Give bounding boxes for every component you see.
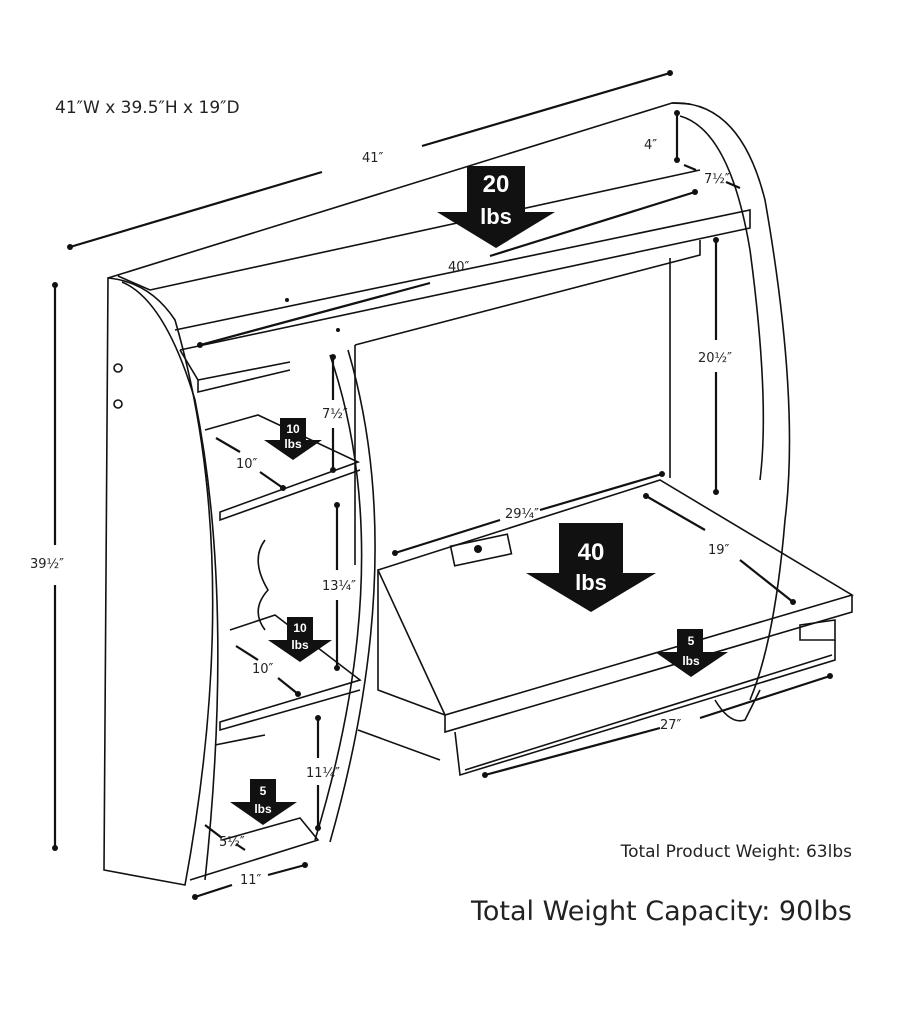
dim-upper-shelf-depth: 10″	[236, 457, 258, 472]
svg-text:5: 5	[260, 784, 267, 798]
svg-text:lbs: lbs	[575, 570, 607, 595]
dim-tray-width: 27″	[660, 718, 682, 733]
load-arrow-keyboard-tray: 5 lbs	[655, 629, 728, 677]
load-arrow-middle-shelf: 10 lbs	[268, 617, 332, 662]
dimension-lines	[52, 70, 833, 900]
dim-middle-cubby-height: 13¼″	[322, 579, 356, 594]
total-product-weight: Total Product Weight: 63lbs	[620, 842, 852, 862]
svg-text:lbs: lbs	[254, 802, 272, 816]
dim-top-shelf-width: 40″	[448, 260, 470, 275]
total-weight-capacity: Total Weight Capacity: 90lbs	[470, 896, 852, 927]
dim-desk-width: 29¼″	[505, 507, 539, 522]
svg-text:10: 10	[293, 621, 307, 635]
svg-text:5: 5	[688, 634, 695, 648]
dim-width-top: 41″	[362, 151, 384, 166]
overall-dimensions: 41″W x 39.5″H x 19″D	[55, 98, 240, 118]
dim-lower-cubby-height: 11¼″	[306, 766, 340, 781]
dim-bottom-shelf-depth: 5½″	[219, 835, 245, 850]
svg-text:40: 40	[578, 539, 605, 566]
dim-bottom-width: 11″	[240, 873, 262, 888]
dim-middle-shelf-depth: 10″	[252, 662, 274, 677]
dim-overall-height: 39½″	[30, 557, 64, 572]
load-arrow-desk: 40 lbs	[526, 523, 656, 612]
svg-text:20: 20	[483, 171, 510, 198]
svg-text:lbs: lbs	[291, 638, 309, 652]
dim-top-shelf-height: 4″	[644, 138, 657, 153]
dim-desk-depth: 19″	[708, 543, 730, 558]
svg-text:10: 10	[286, 422, 300, 436]
svg-text:lbs: lbs	[682, 654, 700, 668]
svg-text:lbs: lbs	[480, 204, 512, 229]
load-arrow-upper-shelf: 10 lbs	[264, 418, 322, 460]
load-arrow-bottom-shelf: 5 lbs	[230, 779, 297, 825]
load-arrow-top-shelf: 20 lbs	[437, 166, 555, 248]
dim-top-shelf-depth: 7½″	[704, 172, 730, 187]
dim-upper-cubby-height: 7½″	[322, 407, 348, 422]
dim-desk-clearance: 20½″	[698, 351, 732, 366]
svg-text:lbs: lbs	[284, 437, 302, 451]
desk-outline	[103, 102, 854, 886]
